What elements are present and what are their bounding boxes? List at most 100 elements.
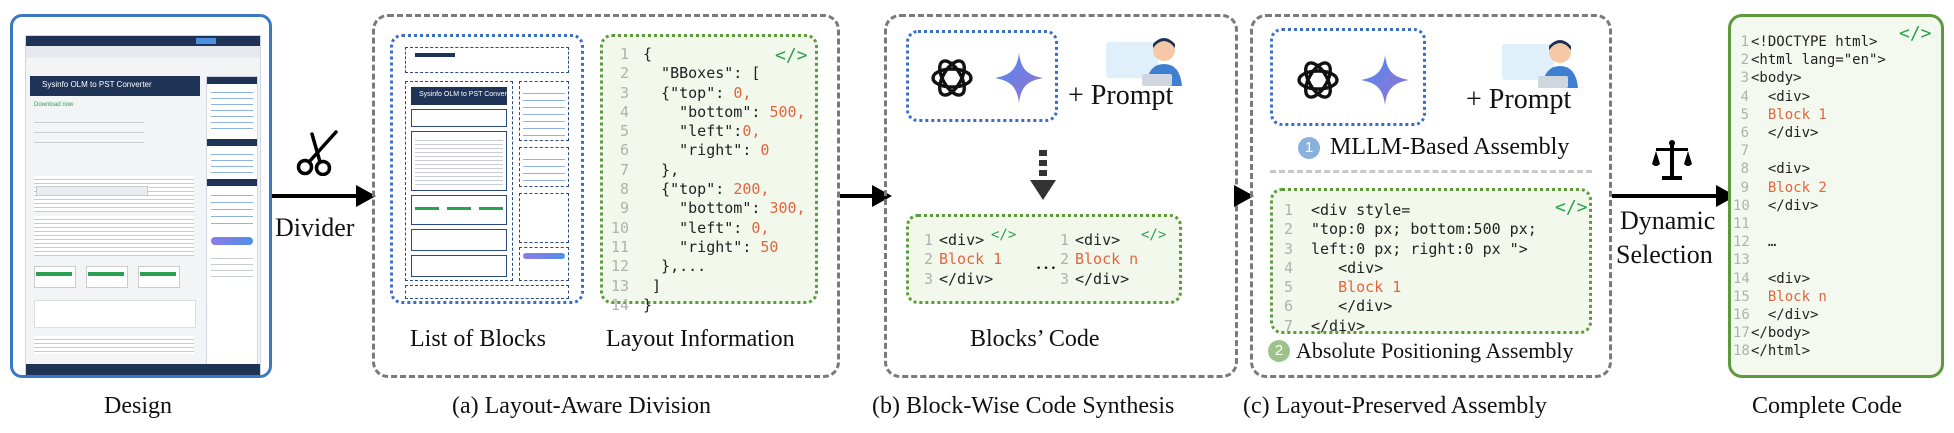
code-text: </html>: [1751, 343, 1811, 360]
code-line: 5 "left":0,: [609, 122, 806, 141]
code-text: "right":: [643, 237, 761, 256]
scissors-icon: [296, 130, 338, 176]
code-value: 0,: [751, 218, 770, 237]
code-line: 1{: [609, 45, 806, 64]
code-line: 1<!DOCTYPE html>: [1733, 33, 1886, 51]
line-number: 4: [1283, 258, 1293, 277]
design-screenshot: Sysinfo OLM to PST Converter Download no…: [25, 35, 261, 375]
line-number: 13: [610, 276, 629, 295]
layout-aware-division-panel: [372, 14, 840, 378]
code-line: 17</body>: [1733, 324, 1886, 342]
code-text: </div>: [1751, 197, 1819, 214]
line-number: 3: [923, 269, 933, 288]
code-text: },: [643, 160, 680, 179]
line-number: 1: [1740, 34, 1749, 50]
line-number: 14: [610, 295, 629, 314]
complete-code-label: Complete Code: [1752, 393, 1902, 419]
code-text: }: [643, 295, 653, 314]
code-text: "left":: [643, 218, 752, 237]
line-number: 11: [1733, 216, 1750, 233]
code-line: 2 Block n: [1059, 250, 1138, 269]
code-value: Block n: [1751, 288, 1827, 305]
code-line: 8 <div>: [1733, 160, 1886, 178]
line-number: 17: [1733, 325, 1750, 342]
line-number: 13: [1733, 252, 1750, 269]
line-number: 9: [619, 199, 629, 218]
caption-b: (b) Block-Wise Code Synthesis: [872, 393, 1175, 419]
code-line: 13 ]: [609, 277, 806, 296]
line-number: 1: [1059, 231, 1069, 249]
code-value: 50: [760, 237, 779, 256]
code-text: </div>: [1311, 297, 1393, 316]
line-number: 2: [1059, 250, 1069, 269]
code-text: <html lang="en">: [1751, 52, 1886, 69]
code-text: },...: [643, 257, 707, 276]
arrow-design-to-division: [272, 194, 360, 198]
line-number: 7: [1283, 316, 1293, 335]
code-line: 12 …: [1733, 233, 1886, 251]
code-line: 14}: [609, 296, 806, 315]
code-line: 7 },: [609, 161, 806, 180]
line-number: 2: [923, 250, 933, 269]
mllm-assembly-label: MLLM-Based Assembly: [1330, 134, 1570, 160]
user-icon-c: [1502, 40, 1578, 88]
code-text: <div>: [1751, 270, 1811, 287]
scale-icon: [1652, 140, 1692, 180]
code-value: 500,: [769, 102, 806, 121]
wire-title: Sysinfo OLM to PST Converter: [419, 91, 515, 98]
caption-a: (a) Layout-Aware Division: [452, 393, 712, 419]
line-number: 5: [619, 122, 629, 141]
code-value: Block 2: [1751, 179, 1827, 196]
line-number: 18: [1733, 343, 1750, 360]
code-text: <div>: [1075, 231, 1121, 249]
code-text: <div>: [1751, 161, 1811, 178]
abs-assembly-heading: 2 Absolute Positioning Assembly: [1268, 338, 1573, 364]
line-number: 1: [619, 45, 629, 63]
dashed-down-arrow-icon: [1030, 150, 1056, 200]
code-text: "BBoxes": [: [643, 64, 761, 83]
step-1-badge: 1: [1298, 136, 1320, 159]
code-tag-icon: </>: [775, 45, 808, 66]
code-value: 0,: [742, 122, 761, 141]
code-value: 200,: [733, 180, 770, 199]
line-number: 7: [1740, 143, 1749, 160]
code-line: 7</div>: [1279, 317, 1537, 336]
arrow-head-1: [356, 185, 376, 207]
blocks-ellipsis: …: [1035, 249, 1057, 274]
code-value: Block n: [1075, 250, 1139, 269]
code-tag-icon: </>: [1141, 227, 1167, 243]
openai-icon: [931, 59, 973, 97]
code-line: 4 "bottom": 500,: [609, 103, 806, 122]
code-value: Block 1: [1311, 278, 1402, 297]
code-line: 8 {"top": 200,: [609, 180, 806, 199]
line-number: 7: [619, 160, 629, 179]
list-of-blocks-box: Sysinfo OLM to PST Converter: [390, 34, 584, 304]
prompt-label-c: + Prompt: [1466, 84, 1572, 115]
screenshot-topbar: [26, 36, 260, 46]
code-text: "top:0 px; bottom:500 px;: [1311, 220, 1537, 239]
gemini-icon: [995, 53, 1043, 103]
code-text: "right":: [643, 141, 761, 160]
screenshot-download: Download now: [34, 102, 74, 108]
code-text: </div>: [1751, 307, 1819, 324]
code-value: 300,: [769, 199, 806, 218]
code-text: </div>: [1751, 125, 1819, 142]
code-value: Block 1: [1751, 106, 1827, 123]
code-line: 2 "top:0 px; bottom:500 px;: [1279, 220, 1537, 239]
line-number: 2: [1283, 220, 1293, 239]
code-text: <!DOCTYPE html>: [1751, 34, 1878, 50]
selection-label: Selection: [1616, 240, 1713, 269]
divider-label: Divider: [275, 213, 355, 242]
code-line: 16 </div>: [1733, 306, 1886, 324]
layout-json-box: </> 1{2 "BBoxes": [3 {"top": 0,4 "bottom…: [600, 34, 818, 314]
code-line: 14 <div>: [1733, 270, 1886, 288]
screenshot-header: Sysinfo OLM to PST Converter: [30, 76, 200, 96]
code-line: 6 "right": 0: [609, 141, 806, 160]
code-line: 6 </div>: [1733, 124, 1886, 142]
arrow-assembly-to-complete: [1612, 194, 1720, 198]
line-number: 8: [619, 180, 629, 199]
arrow-head-3: [1234, 185, 1254, 207]
